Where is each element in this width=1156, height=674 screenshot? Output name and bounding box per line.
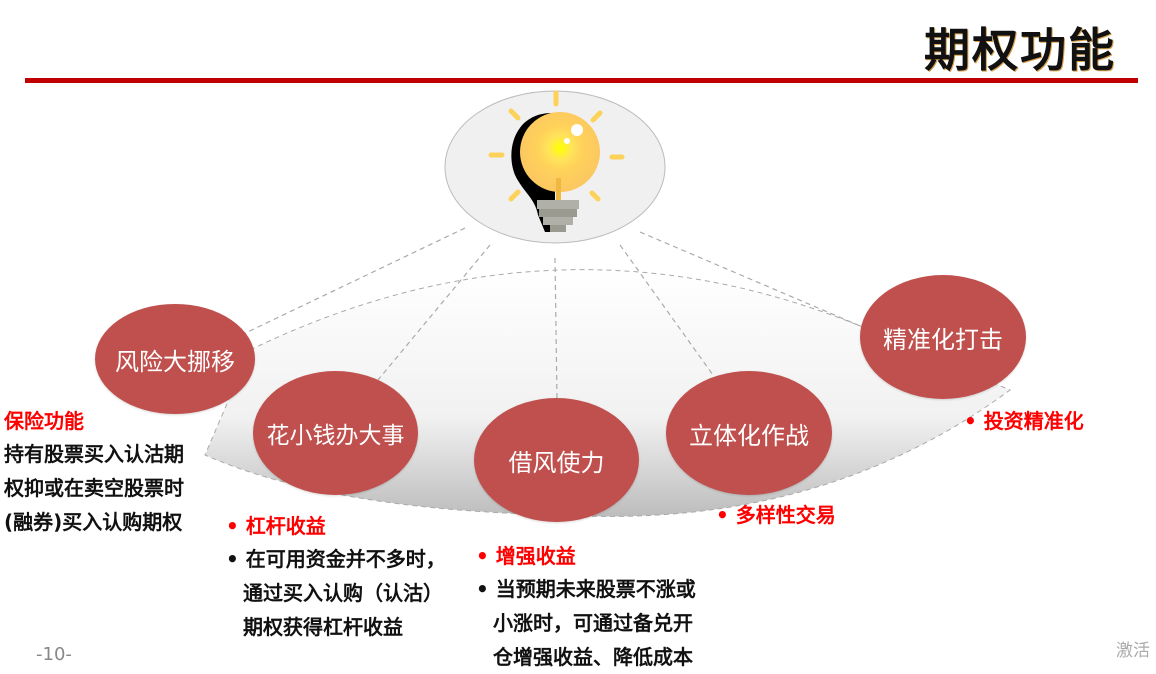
enhance-description: 当预期未来股票不涨或 小涨时，可通过备兑开 仓增强收益、降低成本: [476, 572, 696, 674]
leverage-line-1: 在可用资金并不多时，: [226, 542, 446, 576]
insurance-description: 持有股票买入认沽期 权抑或在卖空股票时 (融券)买入认购期权: [4, 437, 184, 539]
node-precision-strike: 精准化打击: [860, 275, 1026, 399]
leverage-line-2: 通过买入认购（认沽）: [243, 581, 443, 605]
insurance-line-3: (融券)买入认购期权: [4, 510, 183, 534]
insurance-line-2: 权抑或在卖空股票时: [4, 476, 184, 500]
node-risk-transfer: 风险大挪移: [95, 304, 255, 414]
title-divider: [25, 78, 1138, 83]
activation-watermark: 激活: [1116, 641, 1150, 661]
enhance-heading: 增强收益: [476, 540, 576, 569]
diverse-trading-heading: 多样性交易: [716, 499, 836, 528]
lightbulb-icon: [488, 90, 625, 232]
insurance-heading: 保险功能: [4, 409, 84, 433]
node-small-money-big-deal: 花小钱办大事: [253, 371, 418, 495]
leverage-line-3: 期权获得杠杆收益: [243, 615, 403, 639]
leverage-description: 在可用资金并不多时， 通过买入认购（认沽） 期权获得杠杆收益: [226, 542, 446, 644]
page-title: 期权功能: [924, 23, 1116, 77]
enhance-line-2: 小涨时，可通过备兑开: [493, 611, 693, 635]
enhance-line-3: 仓增强收益、降低成本: [493, 645, 693, 669]
precision-investing-heading: 投资精准化: [964, 405, 1084, 434]
leverage-heading: 杠杆收益: [226, 510, 326, 539]
node-borrow-wind: 借风使力: [474, 398, 639, 522]
node-3d-combat: 立体化作战: [666, 371, 832, 495]
insurance-line-1: 持有股票买入认沽期: [4, 442, 184, 466]
page-number: -10-: [36, 644, 72, 665]
enhance-line-1: 当预期未来股票不涨或: [476, 572, 696, 606]
